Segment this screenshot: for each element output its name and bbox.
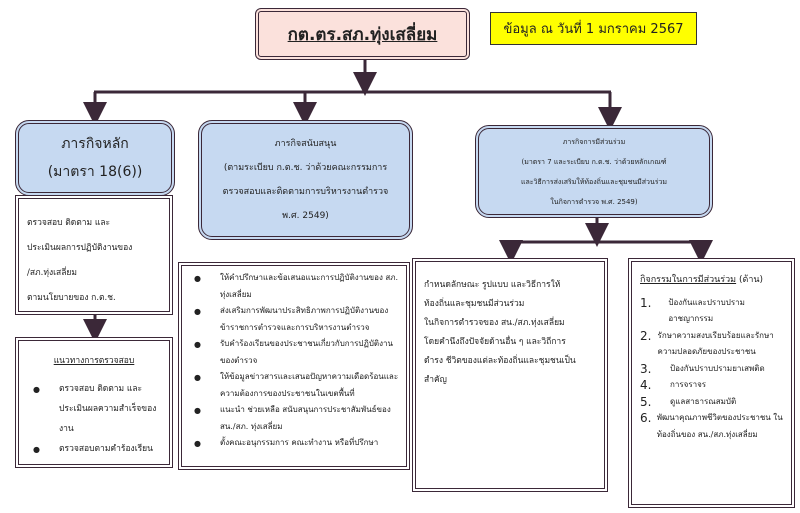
activity-item: 6. พัฒนาคุณภาพชีวิตของประชาชน ในท้องถิ่นข… <box>640 410 783 443</box>
support-mission-title: ภารกิจสนับสนุน <box>274 139 337 149</box>
detail-line: ท้องถิ่นและชุมชนมีส่วนร่วม <box>424 299 525 309</box>
date-note: ข้อมูล ณ วันที่ 1 มกราคม 2567 <box>503 22 684 37</box>
main-mission-box: ภารกิจหลัก (มาตรา 18(6)) <box>15 120 175 196</box>
support-item: ตั้งคณะอนุกรรมการ คณะทำงาน หรือที่ปรึกษา <box>188 435 400 452</box>
detail-line: ในกิจการตำรวจของ สน./สภ.ทุ่งเสลี่ยม <box>424 318 565 328</box>
activities-title: กิจกรรมในการมีส่วนร่วม <box>640 275 737 285</box>
support-mission-detail: ให้คำปรึกษาและข้อเสนอแนะการปฏิบัติงานของ… <box>178 262 410 470</box>
participation-mission-box: ภารกิจการมีส่วนร่วม (มาตรา 7 และระเบียบ … <box>475 125 713 218</box>
activity-number: 4. <box>640 378 652 392</box>
activity-text: พัฒนาคุณภาพชีวิตของประชาชน ในท้องถิ่นของ… <box>656 413 783 439</box>
guideline-item: ตรวจสอบตามคำร้องเรียน <box>27 439 161 460</box>
activity-text: การจราจร <box>670 380 707 389</box>
title-text: กต.ตร.สภ.ทุ่งเสลี่ยม <box>287 24 438 45</box>
detail-line: โดยคำนึงถึงปัจจัยด้านอื่น ๆ และวิถีการ <box>424 337 566 347</box>
detail-line: กำหนดลักษณะ รูปแบบ และวิธีการให้ <box>424 280 561 290</box>
subtitle-line: (มาตรา 7 และระเบียบ ก.ต.ช. ว่าด้วยหลักเก… <box>521 157 667 166</box>
support-item: ส่งเสริมการพัฒนาประสิทธิภาพการปฏิบัติงาน… <box>188 303 400 336</box>
subtitle-line: และวิธีการส่งเสริมให้ท้องถิ่นและชุมชนมีส… <box>520 177 668 186</box>
guideline-item: ตรวจสอบ ติดตาม และประเมินผลความสำเร็จของ… <box>27 379 161 439</box>
support-item: ให้คำปรึกษาและข้อเสนอแนะการปฏิบัติงานของ… <box>188 270 400 303</box>
support-item: ให้ข้อมูลข่าวสารและเสนอปัญหาความเดือดร้อ… <box>188 369 400 402</box>
subtitle-line: ตรวจสอบและติดตามการบริหารงานตำรวจ <box>222 187 389 197</box>
participation-detail: กำหนดลักษณะ รูปแบบ และวิธีการให้ ท้องถิ่… <box>412 258 608 492</box>
activities-heading: กิจกรรมในการมีส่วนร่วม (ด้าน) <box>640 272 783 289</box>
main-mission-title: ภารกิจหลัก <box>61 136 129 152</box>
activity-number: 6. <box>640 411 652 425</box>
title-box: กต.ตร.สภ.ทุ่งเสลี่ยม <box>255 8 470 60</box>
activity-number: 1. <box>640 295 652 310</box>
participation-mission-title: ภารกิจการมีส่วนร่วม <box>562 137 626 146</box>
activity-item: 2. รักษาความสงบเรียบร้อยและรักษาความปลอดภ… <box>640 328 783 361</box>
activity-text: ดูแลสาธารณสมบัติ <box>670 396 737 406</box>
activity-text: ป้องกันและปราบปรามอาชญากรรม <box>668 297 745 324</box>
date-note-box: ข้อมูล ณ วันที่ 1 มกราคม 2567 <box>490 12 697 45</box>
detail-line: ประเมินผลการปฏิบัติงานของ <box>27 243 133 253</box>
main-mission-detail: ตรวจสอบ ติดตาม และ ประเมินผลการปฏิบัติงา… <box>15 195 173 315</box>
subtitle-line: พ.ศ. 2549) <box>282 211 329 221</box>
guideline-title: แนวทางการตรวจสอบ <box>53 356 135 366</box>
guideline-box: แนวทางการตรวจสอบ ตรวจสอบ ติดตาม และประเม… <box>15 337 173 468</box>
support-mission-box: ภารกิจสนับสนุน (ตามระเบียบ ก.ต.ช. ว่าด้ว… <box>198 120 413 240</box>
main-mission-subtitle: (มาตรา 18(6)) <box>47 164 143 180</box>
activity-item: 4. การจราจร <box>640 377 783 394</box>
activity-item: 1. ป้องกันและปราบปรามอาชญากรรม <box>640 295 783 328</box>
activity-text: ป้องกันปราบปรามยาเสพติด <box>670 363 765 373</box>
support-item: รับคำร้องเรียนของประชาชนเกี่ยวกับการปฏิบ… <box>188 336 400 369</box>
support-item: แนะนำ ช่วยเหลือ สนับสนุนการประชาสัมพันธ์… <box>188 402 400 435</box>
activity-number: 3. <box>640 361 652 376</box>
detail-line: /สภ.ทุ่งเสลี่ยม <box>27 268 77 278</box>
activity-text: รักษาความสงบเรียบร้อยและรักษาความปลอดภัย… <box>657 330 774 357</box>
detail-line: ดำรง ชีวิตของแต่ละท้องถิ่นและชุมชนเป็น <box>424 356 576 366</box>
detail-line: ตรวจสอบ ติดตาม และ <box>27 218 111 228</box>
subtitle-line: ในกิจการตำรวจ พ.ศ. 2549) <box>550 197 638 206</box>
detail-line: ตามนโยบายของ ก.ต.ช. <box>27 293 116 303</box>
activities-suffix: (ด้าน) <box>738 275 764 285</box>
activity-item: 3. ป้องกันปราบปรามยาเสพติด <box>640 361 783 378</box>
activity-item: 5. ดูแลสาธารณสมบัติ <box>640 394 783 411</box>
detail-line: สำคัญ <box>424 375 447 385</box>
activity-number: 2. <box>640 328 652 343</box>
activities-box: กิจกรรมในการมีส่วนร่วม (ด้าน) 1. ป้องกันแ… <box>628 258 795 508</box>
activity-number: 5. <box>640 394 652 409</box>
subtitle-line: (ตามระเบียบ ก.ต.ช. ว่าด้วยคณะกรรมการ <box>223 163 388 173</box>
